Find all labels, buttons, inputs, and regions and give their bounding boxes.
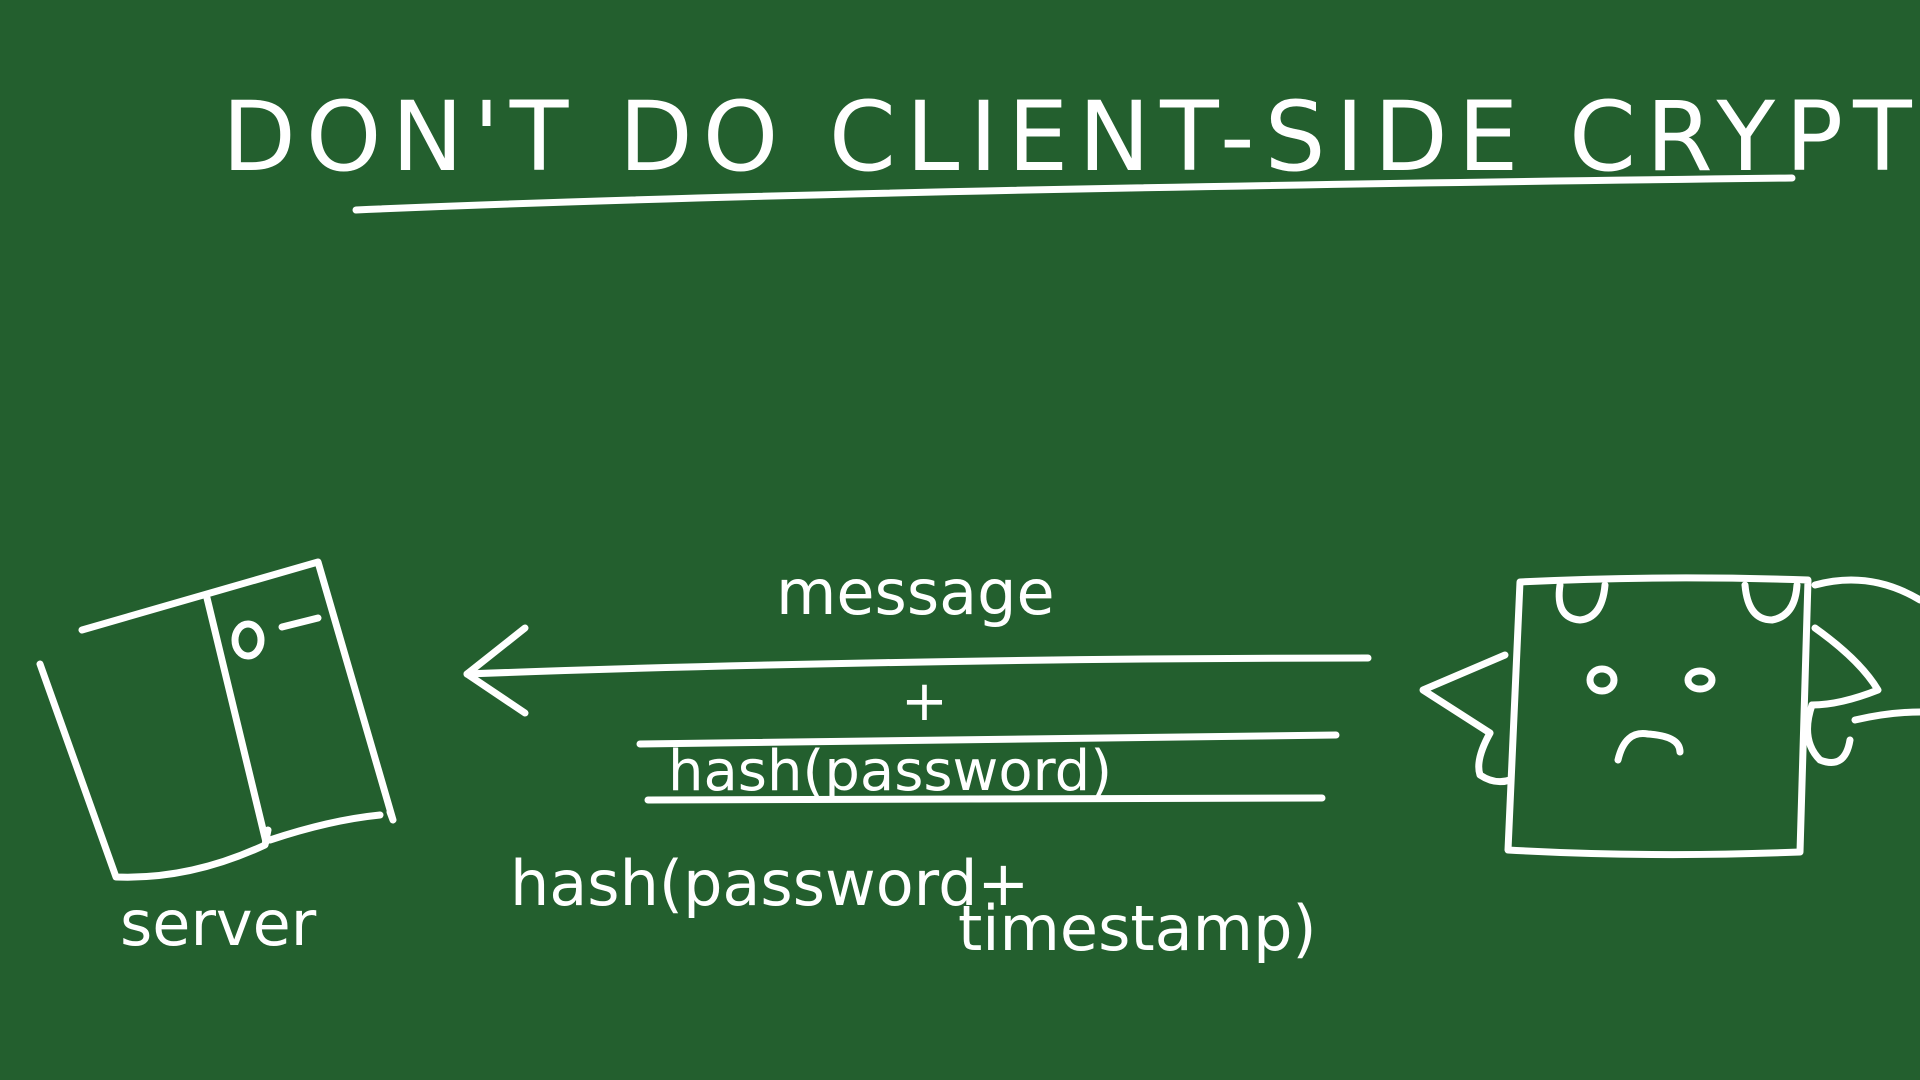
sad-cat-box-icon (1419, 574, 1920, 859)
plus-sign: + (901, 669, 948, 734)
hash-line-2: timestamp) (958, 892, 1317, 965)
strike-line-top (636, 731, 1340, 748)
message-label: message (776, 556, 1055, 629)
strike-line-bottom (644, 794, 1326, 804)
hash-line-1: hash(password+ (510, 847, 1029, 920)
slide-title: DON'T DO CLIENT-SIDE CRYPTO (222, 81, 1920, 193)
server-label: server (120, 887, 317, 960)
server-rack-icon (36, 558, 397, 881)
title-underline (352, 174, 1796, 214)
arrow-left-icon (463, 624, 1372, 717)
struck-hash-text: hash(password) (668, 739, 1112, 804)
